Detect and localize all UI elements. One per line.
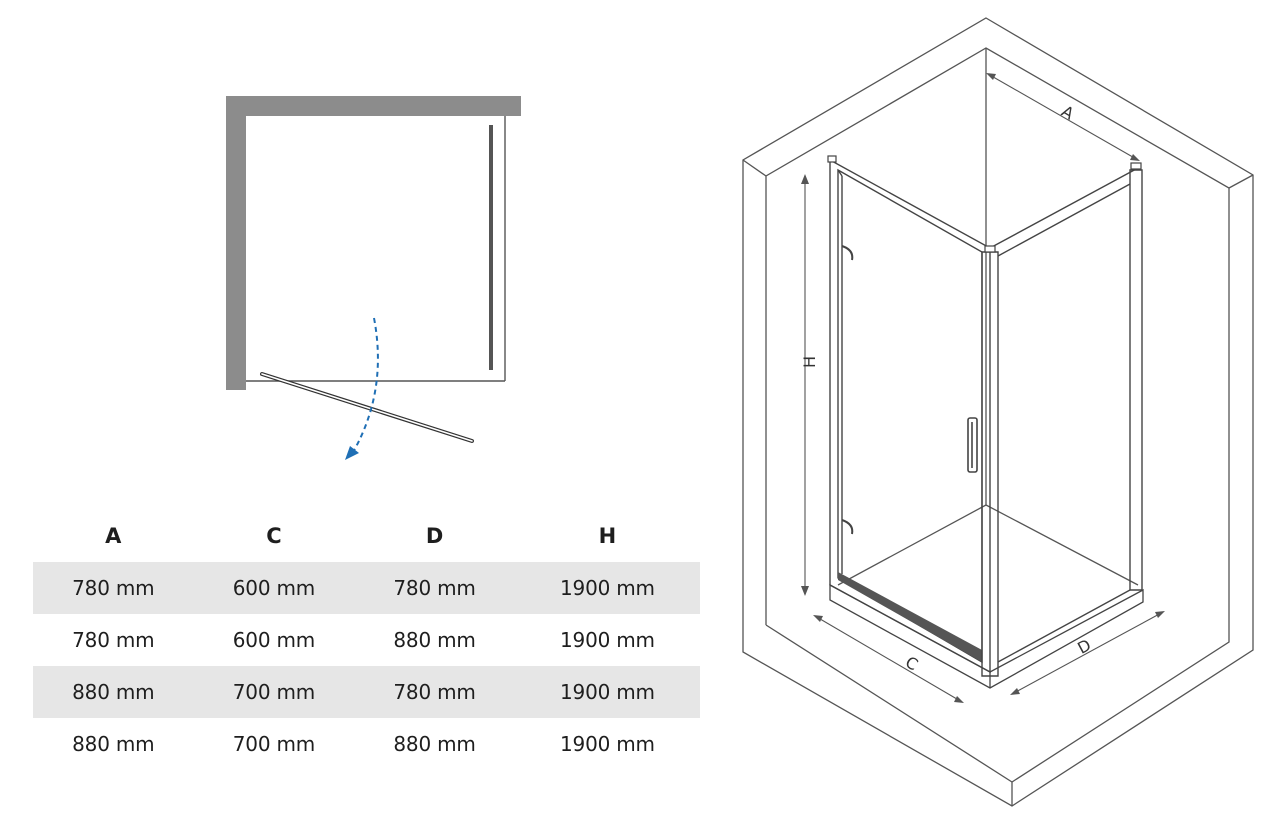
arrow-head-icon	[345, 446, 359, 460]
label-d: D	[1074, 635, 1094, 658]
header-c: C	[266, 524, 282, 548]
arrow-a-start	[986, 73, 996, 80]
cell-h: 1900 mm	[560, 628, 655, 652]
arrow-a-end	[1130, 154, 1140, 161]
label-a: A	[1058, 101, 1077, 123]
cell-a: 880 mm	[33, 666, 194, 718]
cell-c: 600 mm	[232, 628, 316, 652]
arrow-d-end	[1155, 611, 1165, 618]
dimension-line-a	[987, 73, 1139, 161]
side-wall	[226, 116, 246, 390]
cell-c: 700 mm	[232, 732, 316, 756]
door-handle-icon	[967, 417, 978, 473]
wall-joint-top	[742, 159, 767, 177]
cell-d: 880 mm	[393, 732, 476, 756]
fixed-side-panel-iso	[981, 167, 1143, 677]
cell-h: 1900 mm	[514, 666, 700, 718]
cell-h: 1900 mm	[560, 732, 655, 756]
corner-caps	[827, 155, 1142, 253]
header-h: H	[598, 524, 617, 548]
table-row: 880 mm 700 mm 880 mm 1900 mm	[33, 718, 700, 770]
cell-d: 780 mm	[354, 562, 515, 614]
pivot-door-panel	[829, 158, 991, 674]
arrow-h-top	[801, 174, 809, 184]
dimension-line-c	[814, 615, 963, 703]
cell-d: 880 mm	[393, 628, 476, 652]
table-row: 780 mm 600 mm 780 mm 1900 mm	[33, 562, 700, 614]
dimension-line-d	[1011, 611, 1164, 695]
plan-view-diagram	[226, 96, 521, 460]
pivot-door	[260, 372, 474, 443]
table-row: 780 mm 600 mm 880 mm 1900 mm	[33, 614, 700, 666]
label-h: H	[800, 356, 819, 368]
table-row: 880 mm 700 mm 780 mm 1900 mm	[33, 666, 700, 718]
cell-c: 600 mm	[193, 562, 355, 614]
table-header-row: A C D H	[33, 510, 700, 562]
door-seal	[838, 572, 982, 662]
arrow-d-start	[1010, 688, 1020, 695]
hinge-icon-bottom	[841, 519, 854, 535]
back-wall	[226, 96, 521, 116]
dimension-table: A C D H 780 mm 600 mm 780 mm 1900 mm 780…	[33, 510, 700, 770]
arrow-c-end	[954, 696, 964, 703]
header-d: D	[425, 524, 444, 548]
cell-h: 1900 mm	[514, 562, 700, 614]
cell-d: 780 mm	[354, 666, 515, 718]
cell-a: 780 mm	[72, 628, 155, 652]
arrow-h-bottom	[801, 586, 809, 596]
cell-a: 880 mm	[72, 732, 155, 756]
fixed-side-panel	[489, 125, 493, 370]
wall-joint-right	[1228, 174, 1254, 189]
cell-a: 780 mm	[33, 562, 194, 614]
floor-edge-left	[837, 504, 987, 586]
hinge-icon-top	[841, 245, 854, 261]
header-a: A	[105, 524, 122, 548]
floor-edge-right	[985, 504, 1139, 586]
arrow-c-start	[813, 615, 823, 622]
label-c: C	[902, 652, 921, 674]
cell-c: 700 mm	[193, 666, 355, 718]
